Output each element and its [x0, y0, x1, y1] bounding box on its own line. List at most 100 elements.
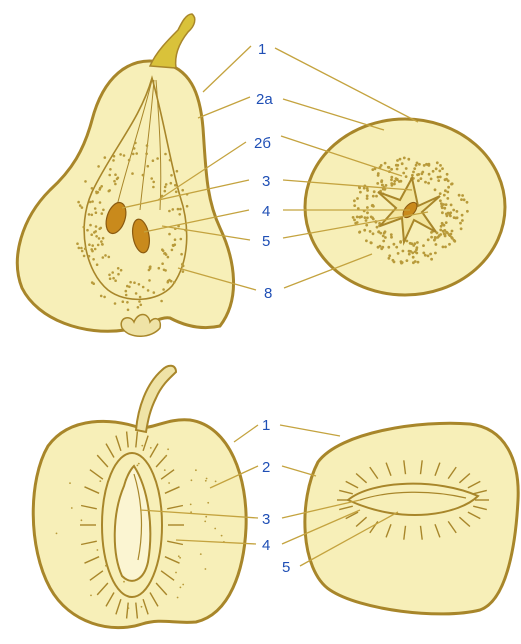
stipple-dot	[382, 235, 385, 238]
stipple-dot	[446, 173, 449, 176]
stipple-dot	[168, 233, 171, 236]
stipple-dot	[175, 191, 178, 194]
apple-label-5: 5	[282, 559, 290, 576]
stipple-dot	[91, 200, 94, 203]
stipple-dot	[372, 195, 375, 198]
stipple-dot	[446, 214, 449, 217]
stipple-dot	[354, 222, 357, 225]
stipple-dot	[158, 267, 161, 270]
stipple-dot	[99, 201, 102, 204]
stipple-dot	[182, 270, 185, 273]
stipple-dot	[205, 516, 207, 518]
stipple-dot	[138, 283, 141, 286]
apple-labels: 1 2 3 4 5	[262, 417, 290, 576]
leader-line	[282, 466, 316, 476]
apple-label-4: 4	[262, 537, 270, 554]
stipple-dot	[384, 162, 387, 165]
stipple-dot	[363, 187, 366, 190]
stipple-dot	[381, 184, 384, 187]
stipple-dot	[152, 159, 155, 162]
stipple-dot	[167, 256, 170, 259]
stipple-dot	[418, 163, 421, 166]
leader-line	[283, 99, 384, 130]
stipple-dot	[119, 153, 122, 156]
stipple-dot	[153, 291, 156, 294]
stipple-dot	[416, 241, 419, 244]
stipple-dot	[397, 252, 400, 255]
stipple-dot	[92, 258, 95, 261]
stipple-dot	[408, 253, 411, 256]
stipple-dot	[88, 213, 91, 216]
stipple-dot	[424, 254, 427, 257]
stipple-dot	[417, 173, 420, 176]
stipple-dot	[131, 172, 134, 175]
stipple-dot	[114, 183, 117, 186]
stipple-dot	[406, 259, 409, 262]
leader-line	[275, 48, 418, 122]
stipple-dot	[101, 243, 104, 246]
stipple-dot	[123, 581, 125, 583]
stipple-dot	[411, 251, 414, 254]
stipple-dot	[123, 154, 126, 157]
stipple-dot	[436, 161, 439, 164]
stipple-dot	[97, 165, 100, 168]
stipple-dot	[164, 153, 167, 156]
stipple-dot	[174, 238, 177, 241]
stipple-dot	[447, 186, 450, 189]
stipple-dot	[420, 177, 423, 180]
stipple-dot	[445, 221, 448, 224]
stipple-dot	[377, 230, 380, 233]
stipple-dot	[215, 481, 217, 483]
stipple-dot	[438, 170, 441, 173]
stipple-dot	[430, 178, 433, 181]
stipple-dot	[444, 246, 447, 249]
stipple-dot	[91, 250, 94, 253]
stipple-dot	[214, 528, 216, 530]
stipple-dot	[373, 190, 376, 193]
stipple-dot	[380, 247, 383, 250]
stipple-dot	[141, 445, 143, 447]
pear-longitudinal-section	[17, 14, 233, 336]
stipple-dot	[104, 156, 107, 159]
stipple-dot	[114, 302, 117, 305]
stipple-dot	[164, 190, 167, 193]
stipple-dot	[164, 186, 167, 189]
stipple-dot	[390, 178, 393, 181]
stipple-dot	[403, 157, 406, 160]
stipple-dot	[178, 555, 180, 557]
stipple-dot	[83, 226, 86, 229]
stipple-dot	[427, 255, 430, 258]
stipple-dot	[450, 233, 453, 236]
stipple-dot	[147, 165, 150, 168]
stipple-dot	[112, 277, 115, 280]
stipple-dot	[417, 179, 420, 182]
stipple-dot	[377, 172, 380, 175]
stipple-dot	[390, 236, 393, 239]
stipple-dot	[171, 249, 174, 252]
stipple-dot	[452, 209, 455, 212]
stipple-dot	[427, 163, 430, 166]
stipple-dot	[96, 263, 99, 266]
stipple-dot	[405, 175, 408, 178]
stipple-dot	[114, 173, 117, 176]
stipple-dot	[142, 286, 145, 289]
stipple-dot	[370, 242, 373, 245]
stipple-dot	[435, 243, 438, 246]
stipple-dot	[86, 229, 89, 232]
stipple-dot	[182, 584, 184, 586]
stipple-dot	[102, 237, 105, 240]
stipple-dot	[366, 187, 369, 190]
stipple-dot	[104, 254, 107, 257]
stipple-dot	[422, 252, 425, 255]
stipple-dot	[409, 242, 412, 245]
stipple-dot	[424, 181, 427, 184]
stipple-dot	[356, 216, 359, 219]
stipple-dot	[84, 180, 87, 183]
stipple-dot	[138, 300, 141, 303]
stipple-dot	[449, 211, 452, 214]
stipple-dot	[393, 180, 396, 183]
stipple-dot	[353, 199, 356, 202]
stipple-dot	[417, 261, 420, 264]
stipple-dot	[90, 595, 92, 597]
stipple-dot	[439, 229, 442, 232]
